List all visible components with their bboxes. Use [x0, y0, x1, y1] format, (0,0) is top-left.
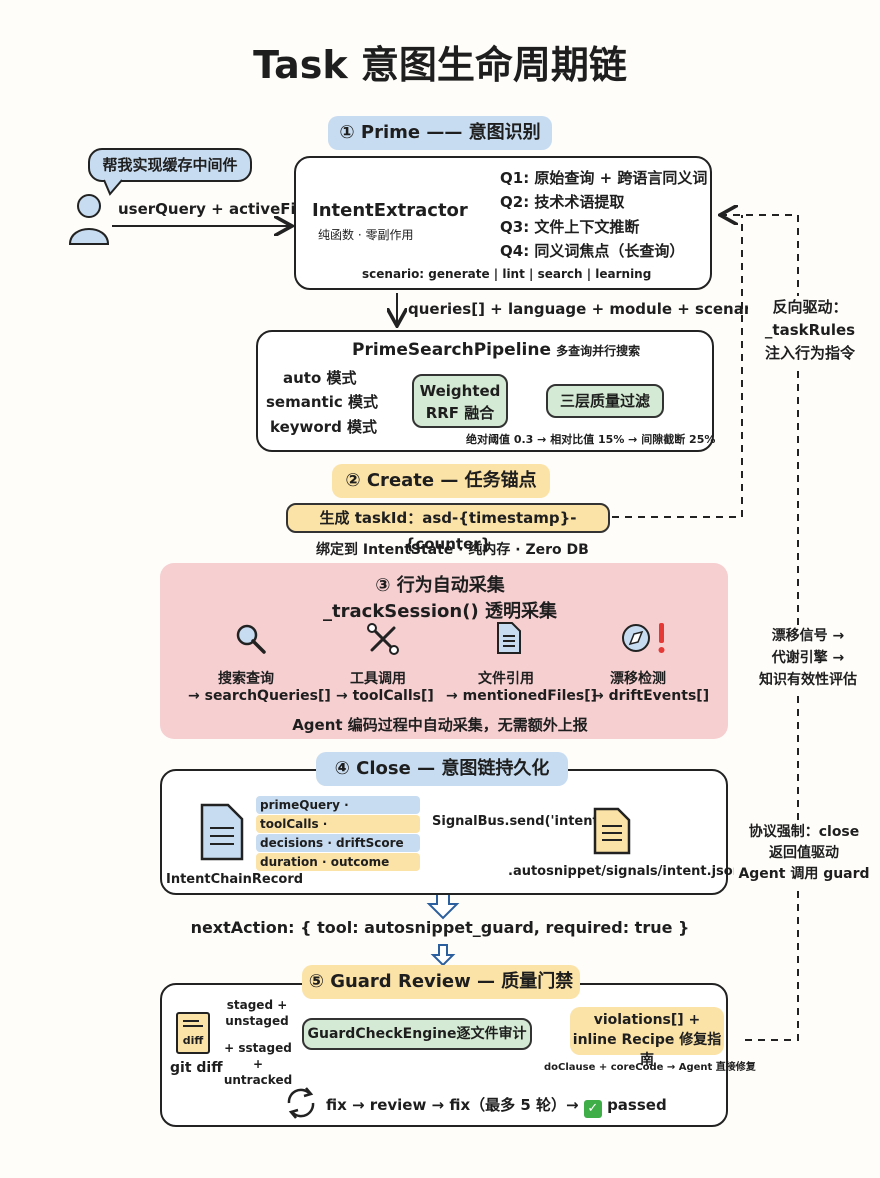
track-drift-label: 漂移检测 [610, 671, 666, 687]
field-row-4: duration · outcome [256, 853, 420, 871]
git-diff-label: git diff [170, 1060, 223, 1076]
diff-file-icon: diff [176, 1012, 210, 1054]
scenario-line: scenario: generate | lint | search | lea… [362, 267, 652, 281]
rrf-line-1: Weighted [419, 382, 501, 400]
rrf-box: Weighted RRF 融合 [412, 374, 508, 428]
proto-line-3: Agent 调用 guard [738, 866, 870, 882]
stage5-header: ⑤ Guard Review — 质量门禁 [302, 965, 580, 999]
query-4: Q4: 同义词焦点（长查询） [500, 242, 685, 260]
next-action: nextAction: { tool: autosnippet_guard, r… [190, 918, 690, 937]
taskid-box: 生成 taskId：asd-{timestamp}-{counter} [286, 503, 610, 553]
fix-loop: fix → review → fix（最多 5 轮）→ ✓ passed [326, 1094, 667, 1118]
track-file-field: → mentionedFiles[] [446, 688, 598, 704]
page-title: Task 意图生命周期链 [253, 43, 627, 87]
field-row-3: decisions · driftScore [256, 834, 420, 852]
pipeline-title: PrimeSearchPipeline 多查询并行搜索 [352, 340, 640, 360]
track-search-label: 搜索查询 [218, 671, 274, 687]
signal-label: SignalBus.send('intent') [432, 814, 609, 829]
stage3-subheader: _trackSession() 透明采集 [323, 601, 557, 622]
side-note-drift: 漂移信号 → 代谢引擎 → 知识有效性评估 [738, 625, 878, 691]
stage1-header: ① Prime —— 意图识别 [328, 116, 552, 150]
threshold-note: 绝对阈值 0.3 → 相对比值 15% → 间隙截断 25% [466, 433, 716, 446]
mode-semantic: semantic 模式 [266, 393, 378, 411]
query-1: Q1: 原始查询 + 跨语言同义词 [500, 169, 708, 187]
query-3: Q3: 文件上下文推断 [500, 218, 640, 236]
track-drift-field: → driftEvents[] [592, 688, 710, 704]
quality-filter-box: 三层质量过滤 [546, 384, 664, 418]
mode-auto: auto 模式 [283, 369, 357, 387]
user-input-label: userQuery + activeFile [118, 200, 311, 218]
extractor-name: IntentExtractor [312, 200, 468, 221]
fix-loop-text: fix → review → fix（最多 5 轮）→ [326, 1096, 579, 1114]
side-note-reverse: 反向驱动： _taskRules 注入行为指令 [748, 296, 872, 365]
query-2: Q2: 技术术语提取 [500, 193, 625, 211]
bind-note: 绑定到 IntentState · 纯内存 · Zero DB [316, 542, 589, 558]
track-tool-label: 工具调用 [350, 671, 406, 687]
stage4-header: ④ Close — 意图链持久化 [316, 752, 568, 786]
track-file-label: 文件引用 [478, 671, 534, 687]
stage4-box [160, 769, 728, 895]
guard-engine-box: GuardCheckEngine逐文件审计 [302, 1018, 532, 1050]
staged-bot-2: + untracked [223, 1057, 293, 1087]
drift-line-2: 代谢引擎 → [771, 650, 845, 666]
reverse-line-3: 注入行为指令 [764, 344, 855, 362]
passed-label: passed [607, 1096, 667, 1114]
drift-line-1: 漂移信号 → [771, 628, 845, 644]
magnifier-icon [236, 624, 266, 654]
record-file-icon [200, 803, 244, 861]
side-note-protocol: 协议强制：close 返回值驱动 Agent 调用 guard [734, 822, 874, 885]
violations-line-1: violations[] + [593, 1012, 701, 1028]
user-icon [68, 194, 110, 245]
rrf-line-2: RRF 融合 [425, 404, 495, 422]
track-tool-field: → toolCalls[] [336, 688, 434, 704]
stage1-extractor-box [294, 156, 712, 290]
staged-bot-1: + sstaged [224, 1041, 292, 1055]
track-search-field: → searchQueries[] [188, 688, 331, 704]
field-row-2: toolCalls · searchQueries [256, 815, 420, 849]
drift-line-3: 知识有效性评估 [759, 672, 857, 688]
extractor-subtitle: 纯函数 · 零副作用 [318, 228, 414, 242]
reverse-line-2: _taskRules [764, 321, 856, 339]
staged-top-2: unstaged [225, 1014, 289, 1028]
refresh-cycle-icon [287, 1087, 315, 1119]
file-icon [497, 622, 521, 654]
stage3-footer: Agent 编码过程中自动采集，无需额外上报 [292, 716, 588, 734]
tools-icon [367, 623, 399, 655]
record-label: IntentChainRecord [166, 872, 304, 887]
diff-icon-text: diff [182, 1034, 204, 1047]
flow-label: queries[] + language + module + scenario [408, 300, 767, 318]
staged-top-1: staged + [226, 998, 288, 1012]
staged-top-note: staged + unstaged [224, 997, 290, 1029]
stage3-header: ③ 行为自动采集 [375, 575, 505, 596]
pipeline-subtitle: 多查询并行搜索 [556, 344, 641, 358]
staged-bottom-note: + sstaged + untracked [220, 1040, 296, 1088]
compass-alert-icon [622, 623, 665, 653]
check-icon: ✓ [583, 1100, 602, 1118]
reverse-line-1: 反向驱动： [772, 298, 848, 316]
field-row-1: primeQuery · primeRecipeIds [256, 796, 420, 830]
doclause-note: doClause + coreCode → Agent 直接修复 [544, 1062, 756, 1073]
proto-line-1: 协议强制：close [748, 824, 860, 840]
bubble-tail [103, 179, 123, 196]
pipeline-name: PrimeSearchPipeline [352, 340, 551, 360]
jsonl-file-icon [593, 807, 631, 855]
stage2-header: ② Create — 任务锚点 [332, 464, 550, 498]
user-speech-bubble: 帮我实现缓存中间件 [88, 148, 252, 182]
user-bubble-text: 帮我实现缓存中间件 [102, 156, 238, 174]
proto-line-2: 返回值驱动 [769, 845, 839, 861]
violations-box: violations[] + inline Recipe 修复指南 [570, 1007, 724, 1068]
mode-keyword: keyword 模式 [270, 418, 378, 436]
jsonl-path: .autosnippet/signals/intent.jsonl [508, 864, 747, 879]
violations-line-2: inline Recipe 修复指南 [572, 1032, 722, 1068]
